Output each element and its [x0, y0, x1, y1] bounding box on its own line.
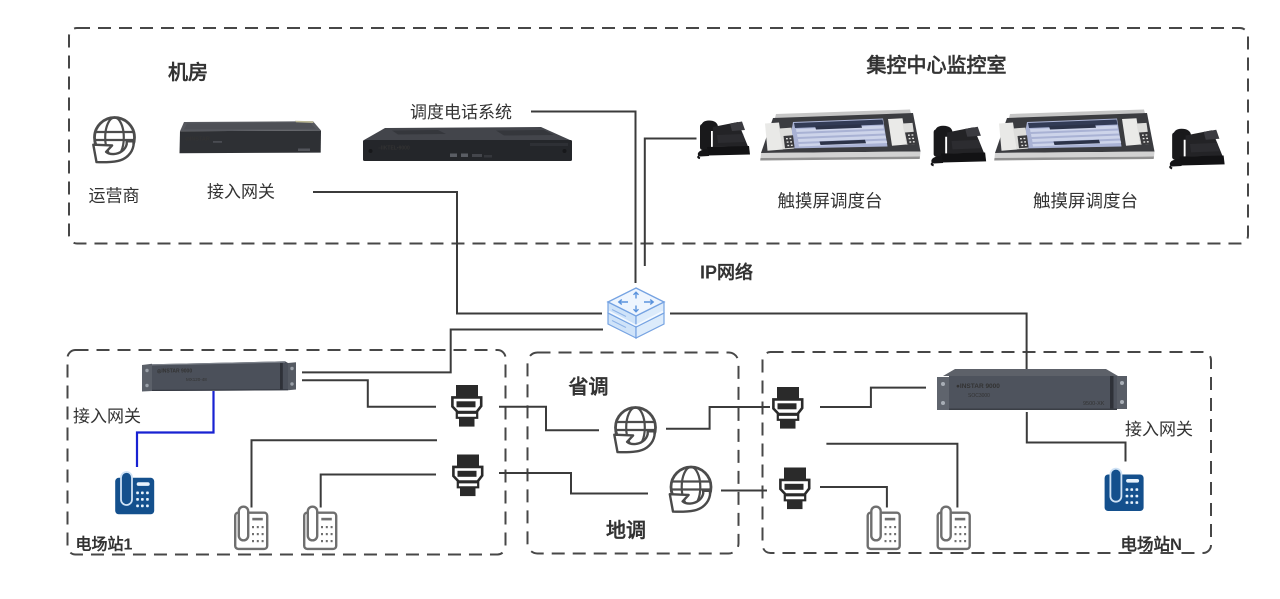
svg-text:省调: 省调	[568, 376, 609, 399]
svg-text:集控中心监控室: 集控中心监控室	[866, 53, 1007, 77]
svg-text:电场站N: 电场站N	[1121, 534, 1182, 554]
svg-text:接入网关: 接入网关	[1125, 420, 1193, 439]
svg-text:MX120-48: MX120-48	[186, 377, 207, 382]
svg-text:●INSTAR 9000: ●INSTAR 9000	[956, 383, 1000, 390]
svg-text:接入网关: 接入网关	[73, 407, 141, 426]
svg-text:IP网络: IP网络	[700, 262, 753, 283]
svg-text:9500-XK: 9500-XK	[1083, 401, 1105, 407]
svg-text:地调: 地调	[606, 519, 646, 542]
svg-text:◎INSTAR: ◎INSTAR	[185, 137, 210, 143]
svg-text:触摸屏调度台: 触摸屏调度台	[1033, 191, 1138, 211]
svg-text:调度电话系统: 调度电话系统	[410, 103, 512, 122]
svg-text:运营商: 运营商	[89, 187, 140, 206]
svg-text:电场站1: 电场站1	[76, 535, 133, 554]
svg-text:SOC3000: SOC3000	[968, 393, 990, 399]
svg-text:○IIKTEL•9000: ○IIKTEL•9000	[378, 146, 410, 152]
svg-text:接入网关: 接入网关	[207, 183, 275, 202]
svg-text:触摸屏调度台: 触摸屏调度台	[778, 191, 883, 211]
svg-text:机房: 机房	[168, 60, 208, 84]
svg-text:◎INSTAR 9000: ◎INSTAR 9000	[157, 369, 192, 375]
